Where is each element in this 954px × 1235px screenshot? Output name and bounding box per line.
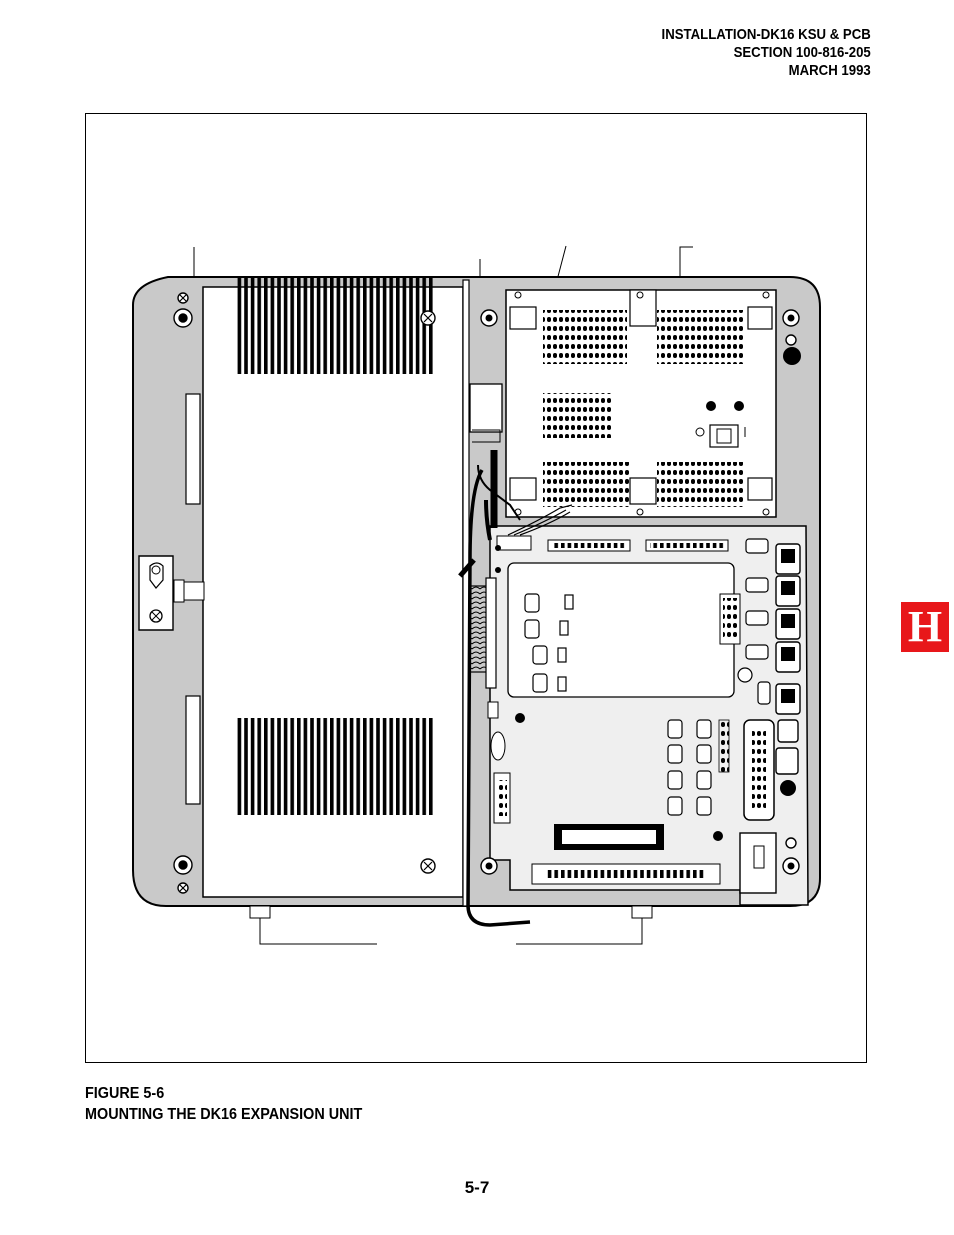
- figure-caption: FIGURE 5-6 MOUNTING THE DK16 EXPANSION U…: [85, 1083, 362, 1125]
- section-tab: H: [901, 602, 949, 652]
- interconnect-cables: [458, 450, 573, 927]
- expansion-unit-cover: [138, 278, 653, 919]
- figure-title: MOUNTING THE DK16 EXPANSION UNIT: [85, 1106, 363, 1123]
- header-date: MARCH 1993: [788, 62, 871, 79]
- ksu-main-unit: [469, 289, 809, 906]
- section-tab-letter: H: [907, 602, 943, 651]
- figure-frame: [85, 113, 867, 1063]
- header-section-number: SECTION 100-816-205: [733, 44, 871, 61]
- figure-number: FIGURE 5-6: [85, 1085, 165, 1102]
- page-number: 5-7: [464, 1178, 490, 1197]
- page-header: INSTALLATION-DK16 KSU & PCB SECTION 100-…: [662, 26, 871, 80]
- header-document-title: INSTALLATION-DK16 KSU & PCB: [661, 26, 871, 43]
